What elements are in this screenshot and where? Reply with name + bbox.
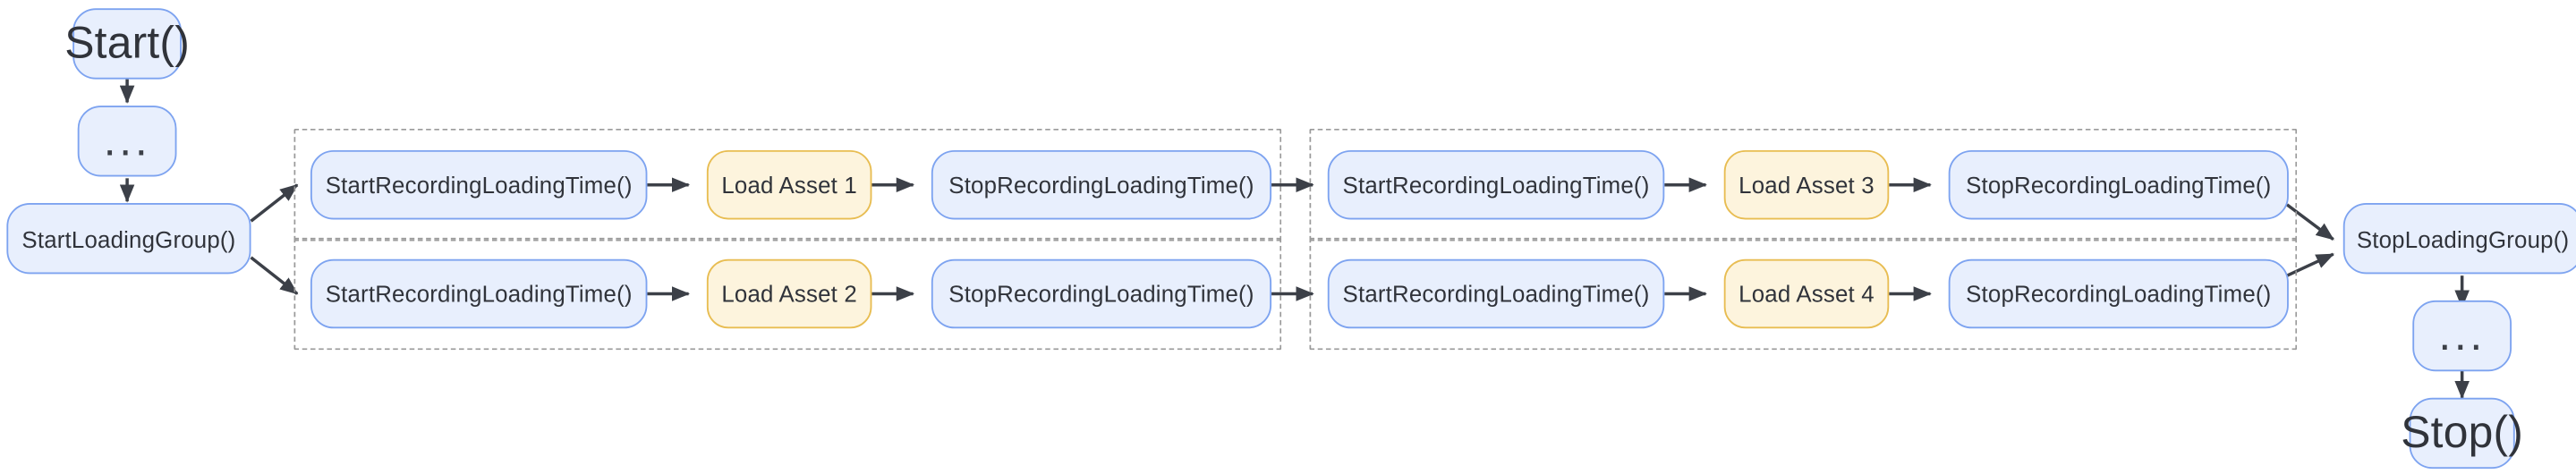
node-g1r1-load-asset[interactable]: Load Asset 1 [706, 149, 872, 220]
node-g1r1-stop-recording[interactable]: StopRecordingLoadingTime() [931, 149, 1272, 220]
group-2-row-2-container [1309, 237, 2298, 351]
node-g2r1-start-recording[interactable]: StartRecordingLoadingTime() [1327, 149, 1665, 220]
node-stop[interactable]: Stop() [2401, 397, 2523, 470]
node-g1r2-load-asset[interactable]: Load Asset 2 [706, 258, 872, 329]
node-g2r2-start-recording[interactable]: StartRecordingLoadingTime() [1327, 258, 1665, 329]
group-2-row-1-container [1309, 128, 2298, 241]
node-g1r1-start-recording[interactable]: StartRecordingLoadingTime() [310, 149, 648, 220]
node-g2r2-stop-recording[interactable]: StopRecordingLoadingTime() [1948, 258, 2289, 329]
node-g2r1-load-asset[interactable]: Load Asset 3 [1723, 149, 1890, 220]
node-g2r1-stop-recording[interactable]: StopRecordingLoadingTime() [1948, 149, 2289, 220]
node-start[interactable]: Start() [64, 8, 190, 80]
node-start-loading-group[interactable]: StartLoadingGroup() [6, 202, 251, 275]
node-ellipsis-top[interactable]: ... [77, 106, 177, 177]
group-1-row-1-container [293, 128, 1282, 241]
node-g1r2-stop-recording[interactable]: StopRecordingLoadingTime() [931, 258, 1272, 329]
node-g1r2-start-recording[interactable]: StartRecordingLoadingTime() [310, 258, 648, 329]
node-g2r2-load-asset[interactable]: Load Asset 4 [1723, 258, 1890, 329]
node-stop-loading-group[interactable]: StopLoadingGroup() [2342, 202, 2576, 275]
node-ellipsis-bottom[interactable]: ... [2412, 300, 2512, 372]
group-1-row-2-container [293, 237, 1282, 351]
